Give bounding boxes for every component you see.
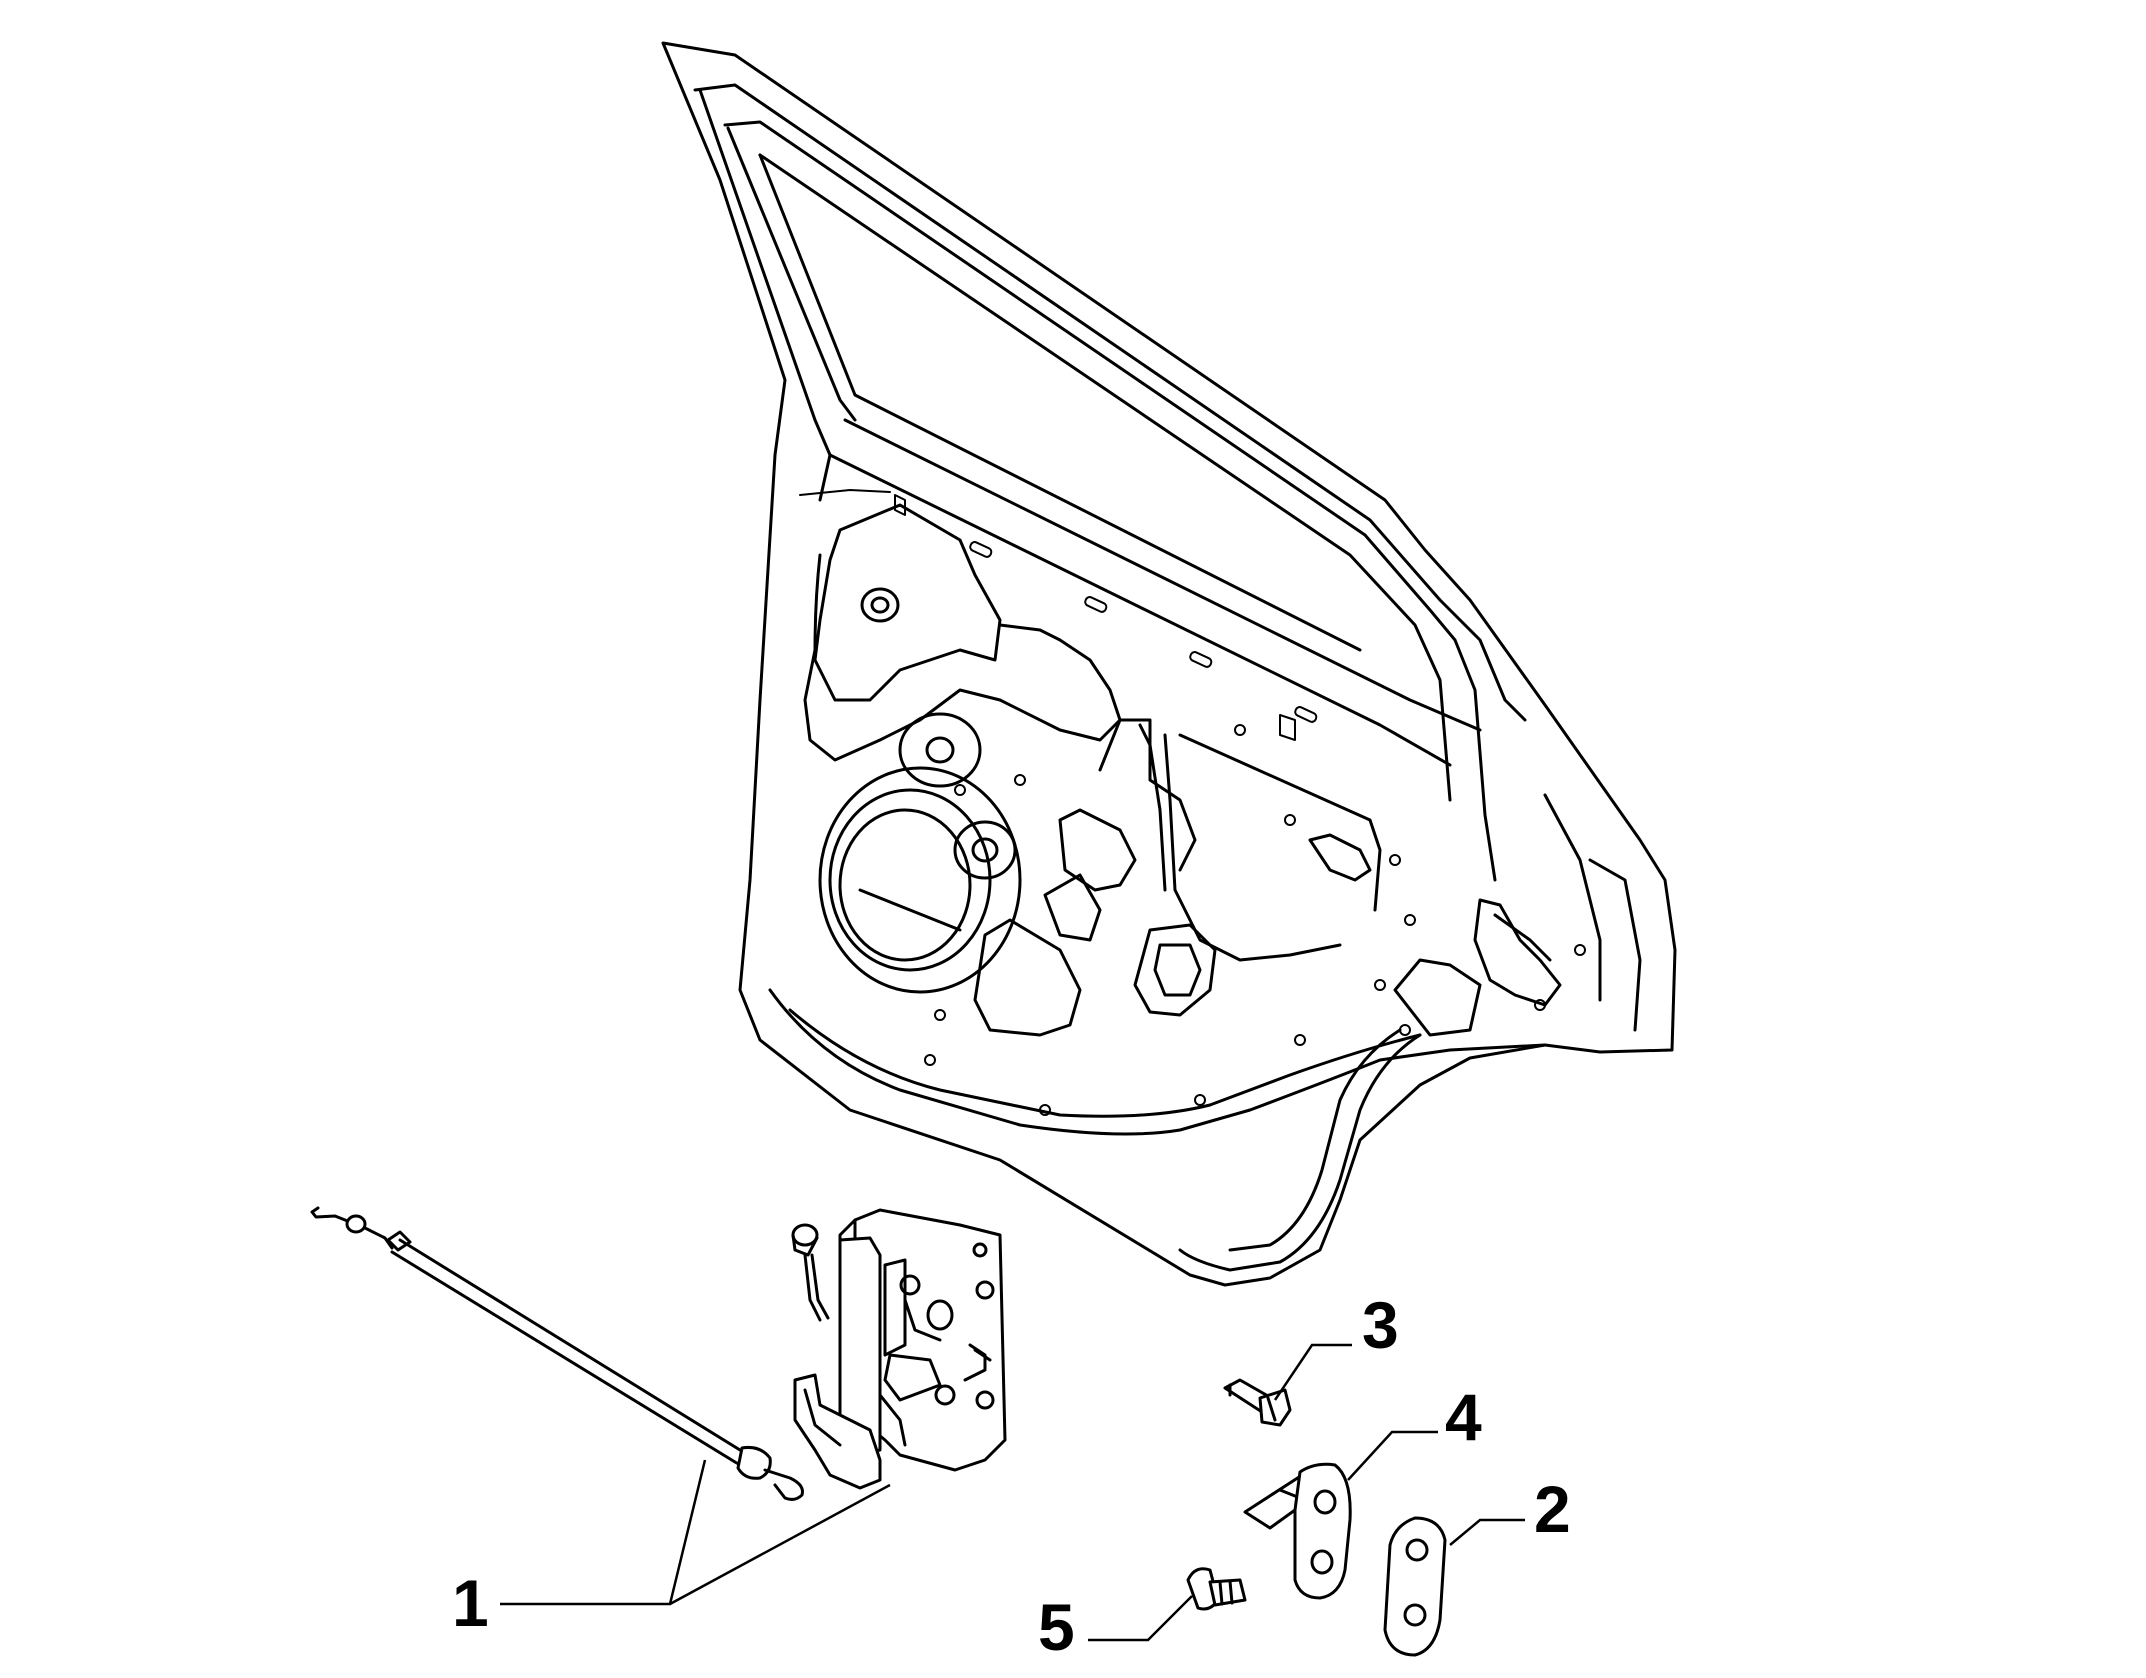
callout-label-4: 4 [1445,1380,1482,1454]
callout-label-3: 3 [1362,1288,1399,1362]
callout-4: 4 [1347,1380,1482,1481]
callout-3: 3 [1273,1288,1399,1401]
callout-label-5: 5 [1038,1590,1075,1664]
callout-label-1: 1 [452,1566,489,1640]
striker-part-4 [1243,1462,1352,1600]
screw-part-5 [1186,1567,1247,1611]
shim-plate-part-2 [1383,1516,1447,1657]
lock-control-cable [310,1206,804,1501]
bolt-part-3 [1223,1378,1292,1427]
callout-5: 5 [1038,1590,1193,1664]
door-lock-mechanism [791,1208,1007,1490]
callout-1: 1 [452,1459,891,1640]
rear-door-panel [661,41,1677,1287]
callout-label-2: 2 [1534,1472,1571,1546]
callout-2: 2 [1449,1472,1571,1546]
